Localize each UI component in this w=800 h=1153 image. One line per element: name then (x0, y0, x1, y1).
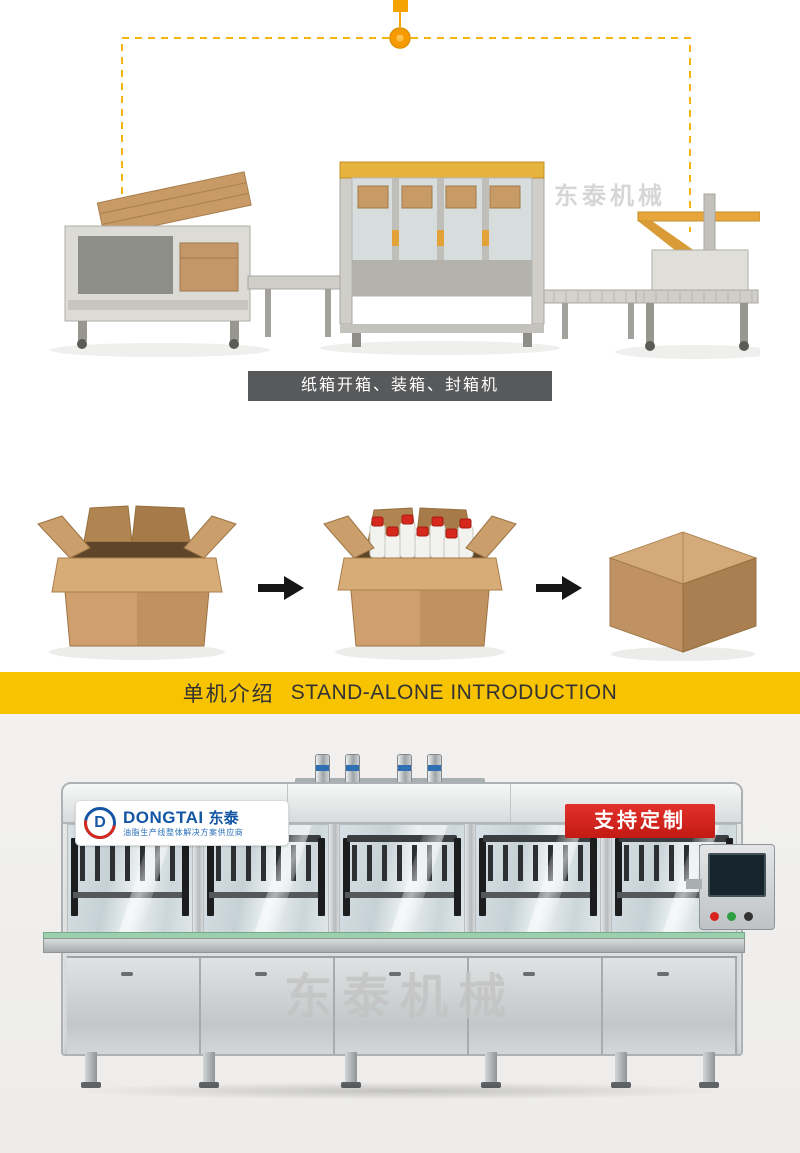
packing-process-row (0, 452, 800, 662)
lower-cabinets (67, 956, 737, 1054)
connector-left-line (121, 37, 389, 205)
glass-panel (203, 824, 329, 934)
machine-watermark: 东泰机械 (283, 971, 517, 1024)
start-button (727, 912, 736, 921)
connector-bracket (121, 0, 691, 232)
open-empty-carton (37, 505, 237, 660)
machine-leg (199, 1052, 219, 1088)
stand-alone-machine-section: D DONGTAI 东泰 油脂生产线整体解决方案供应商 支持定制 (0, 714, 800, 1153)
pneumatic-actuators (389, 752, 459, 784)
glass-panel (339, 824, 465, 934)
case-packer-machine (339, 161, 545, 347)
sealed-carton (608, 531, 758, 661)
infeed-conveyor (247, 275, 349, 337)
panel-mount-arm (686, 879, 702, 889)
machine-shadow (65, 1082, 735, 1100)
top-watermark: 东泰机械 (554, 182, 666, 210)
banner-title-cn: 单机介绍 (182, 683, 275, 706)
brand-name-en: DONGTAI (123, 807, 204, 827)
brand-tagline: 油脂生产线整体解决方案供应商 (123, 827, 244, 837)
arrow-right-icon (258, 576, 304, 600)
connector-right-line (411, 37, 691, 232)
actuator-base-bar (295, 778, 485, 784)
carton-line-photo: 东泰机械 (50, 161, 760, 359)
control-panel (686, 844, 775, 930)
filling-machine-photo: D DONGTAI 东泰 油脂生产线整体解决方案供应商 支持定制 (43, 752, 775, 1137)
glass-panels (67, 824, 737, 934)
brand-name-cn: 东泰 (208, 809, 239, 827)
brand-roundel-icon: D (84, 807, 116, 839)
bottle-conveyor (43, 932, 745, 954)
carton-erector-machine (64, 171, 252, 349)
banner-title-en: STAND-ALONE INTRODUCTION (290, 681, 618, 704)
connector-top-square (393, 0, 408, 12)
machine-leg (481, 1052, 501, 1088)
machine-leg (611, 1052, 631, 1088)
machine-leg (699, 1052, 719, 1088)
machine-leg (341, 1052, 361, 1088)
hmi-screen (708, 853, 766, 897)
carton-with-bottles (323, 507, 517, 660)
glass-panel (475, 824, 601, 934)
pneumatic-actuators (307, 752, 377, 784)
power-knob (744, 912, 753, 921)
brand-logo-panel: D DONGTAI 东泰 油脂生产线整体解决方案供应商 (75, 800, 289, 846)
bottles-group (369, 514, 474, 565)
intro-banner: 单机介绍 STAND-ALONE INTRODUCTION (0, 672, 800, 714)
roundel-letter: D (94, 814, 106, 831)
machine-caption: 纸箱开箱、装箱、封箱机 (248, 371, 552, 401)
machine-leg (81, 1052, 101, 1088)
arrow-right-icon (536, 576, 582, 600)
customization-badge: 支持定制 (565, 804, 715, 838)
case-sealer-machine (635, 193, 760, 351)
stop-button (710, 912, 719, 921)
